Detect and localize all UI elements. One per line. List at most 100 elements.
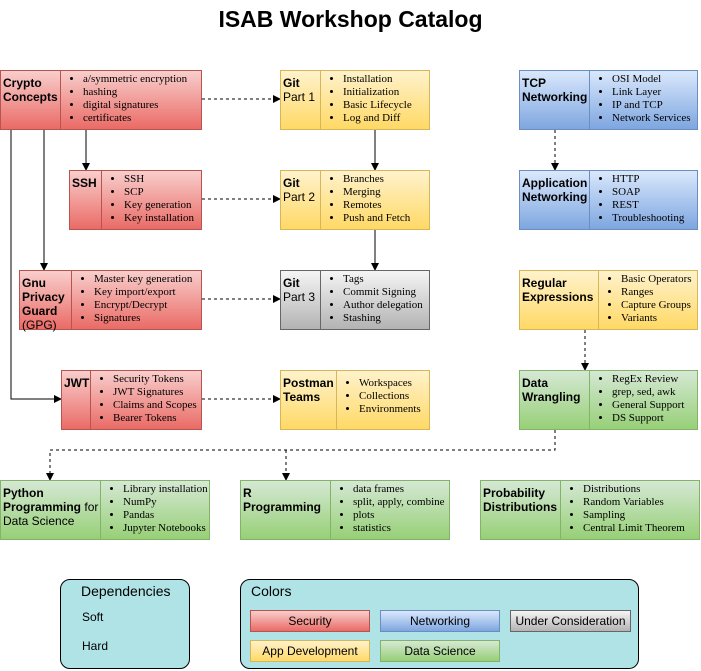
list-item: digital signatures — [83, 99, 187, 112]
list-item: Random Variables — [583, 496, 685, 509]
topic-list: Workspaces Collections Environments — [337, 371, 421, 429]
list-item: Basic Lifecycle — [343, 99, 412, 112]
topic-list: Installation Initialization Basic Lifecy… — [321, 71, 412, 129]
node-title: Data Wrangling — [522, 376, 581, 404]
list-item: Variants — [621, 312, 692, 325]
swatch-data-science: Data Science — [380, 640, 500, 662]
topic-list: a/symmetric encryption hashing digital s… — [61, 71, 187, 129]
node-title: Python Programming — [3, 486, 82, 514]
node-crypto-concepts[interactable]: Crypto Concepts a/symmetric encryption h… — [0, 70, 202, 130]
node-r-programming[interactable]: R Programming data frames split, apply, … — [240, 480, 450, 540]
node-title: Application Networking — [522, 176, 588, 204]
node-git-part-1[interactable]: Git Part 1 Installation Initialization B… — [280, 70, 430, 130]
node-subtitle: for Data Science — [3, 500, 99, 528]
topic-list: SSH SCP Key generation Key installation — [102, 171, 194, 229]
node-title: Git — [283, 176, 300, 190]
node-title: SSH — [72, 176, 97, 190]
node-application-networking[interactable]: Application Networking HTTP SOAP REST Tr… — [519, 170, 698, 230]
node-title: Git — [283, 76, 300, 90]
node-title: R Programming — [243, 486, 322, 514]
edge-crypto-jwt — [10, 130, 62, 403]
list-item: data frames — [353, 483, 445, 496]
node-data-wrangling[interactable]: Data Wrangling RegEx Review grep, sed, a… — [519, 370, 698, 430]
list-item: Pandas — [123, 509, 208, 522]
list-item: Ranges — [621, 286, 692, 299]
node-tcp-networking[interactable]: TCP Networking OSI Model Link Layer IP a… — [519, 70, 698, 130]
list-item: Encrypt/Decrypt — [94, 299, 192, 312]
list-item: Bearer Tokens — [113, 412, 197, 425]
swatch-app-development: App Development — [250, 640, 370, 662]
list-item: Commit Signing — [343, 286, 423, 299]
list-item: HTTP — [612, 173, 684, 186]
topic-list: OSI Model Link Layer IP and TCP Network … — [590, 71, 691, 129]
list-item: IP and TCP — [612, 99, 691, 112]
node-jwt[interactable]: JWT Security Tokens JWT Signatures Claim… — [61, 370, 202, 430]
list-item: Tags — [343, 273, 423, 286]
node-subtitle: Part 1 — [283, 90, 316, 104]
list-item: Collections — [359, 390, 421, 403]
list-item: Basic Operators — [621, 273, 692, 286]
node-postman-teams[interactable]: Postman Teams Workspaces Collections Env… — [280, 370, 430, 430]
list-item: Sampling — [583, 509, 685, 522]
list-item: Distributions — [583, 483, 685, 496]
list-item: grep, sed, awk — [612, 386, 684, 399]
list-item: DS Support — [612, 412, 684, 425]
node-title: Crypto Concepts — [3, 76, 58, 104]
node-python-programming[interactable]: Python Programming for Data Science Libr… — [0, 480, 210, 540]
list-item: Link Layer — [612, 86, 691, 99]
list-item: Initialization — [343, 86, 412, 99]
list-item: Claims and Scopes — [113, 399, 197, 412]
node-title: Git — [283, 276, 300, 290]
list-item: Branches — [343, 173, 410, 186]
list-item: Key import/export — [94, 286, 192, 299]
list-item: REST — [612, 199, 684, 212]
topic-list: data frames split, apply, combine plots … — [331, 481, 445, 539]
legend-colors-title: Colors — [251, 583, 292, 599]
node-git-part-2[interactable]: Git Part 2 Branches Merging Remotes Push… — [280, 170, 430, 230]
list-item: SSH — [124, 173, 194, 186]
node-title: Regular Expressions — [522, 276, 594, 304]
list-item: SCP — [124, 186, 194, 199]
topic-list: Library installation NumPy Pandas Jupyte… — [101, 481, 208, 539]
list-item: Central Limit Theorem — [583, 522, 685, 535]
node-gpg[interactable]: Gnu Privacy Guard (GPG) Master key gener… — [19, 270, 202, 332]
topic-list: Branches Merging Remotes Push and Fetch — [321, 171, 410, 229]
node-title: TCP Networking — [522, 76, 588, 104]
list-item: Jupyter Notebooks — [123, 522, 208, 535]
node-title: Probability Distributions — [483, 486, 557, 514]
list-item: Network Services — [612, 112, 691, 125]
node-regular-expressions[interactable]: Regular Expressions Basic Operators Rang… — [519, 270, 698, 330]
list-item: Security Tokens — [113, 373, 197, 386]
list-item: NumPy — [123, 496, 208, 509]
swatch-networking: Networking — [380, 610, 500, 632]
node-title: Gnu Privacy Guard — [22, 276, 65, 318]
legend-dependencies-title: Dependencies — [81, 583, 171, 599]
list-item: JWT Signatures — [113, 386, 197, 399]
node-title: JWT — [64, 376, 90, 390]
list-item: General Support — [612, 399, 684, 412]
node-title: Postman Teams — [283, 376, 334, 404]
list-item: Merging — [343, 186, 410, 199]
edge-wrangling-python — [46, 430, 556, 481]
legend-soft-label: Soft — [82, 610, 104, 624]
list-item: Troubleshooting — [612, 212, 684, 225]
topic-list: Master key generation Key import/export … — [72, 271, 192, 329]
page-title: ISAB Workshop Catalog — [218, 6, 483, 32]
list-item: Log and Diff — [343, 112, 412, 125]
topic-list: Basic Operators Ranges Capture Groups Va… — [599, 271, 692, 329]
node-probability-distributions[interactable]: Probability Distributions Distributions … — [480, 480, 700, 540]
list-item: Library installation — [123, 483, 208, 496]
topic-list: HTTP SOAP REST Troubleshooting — [590, 171, 684, 229]
list-item: Stashing — [343, 312, 423, 325]
topic-list: Tags Commit Signing Author delegation St… — [321, 271, 423, 329]
list-item: OSI Model — [612, 73, 691, 86]
node-git-part-3[interactable]: Git Part 3 Tags Commit Signing Author de… — [280, 270, 430, 330]
list-item: a/symmetric encryption — [83, 73, 187, 86]
swatch-security: Security — [250, 610, 370, 632]
node-subtitle: Part 2 — [283, 190, 316, 204]
node-subtitle: Part 3 — [283, 290, 316, 304]
list-item: Master key generation — [94, 273, 192, 286]
list-item: Installation — [343, 73, 412, 86]
node-ssh[interactable]: SSH SSH SCP Key generation Key installat… — [69, 170, 202, 230]
legend-colors: Colors Security Networking Under Conside… — [240, 579, 639, 669]
